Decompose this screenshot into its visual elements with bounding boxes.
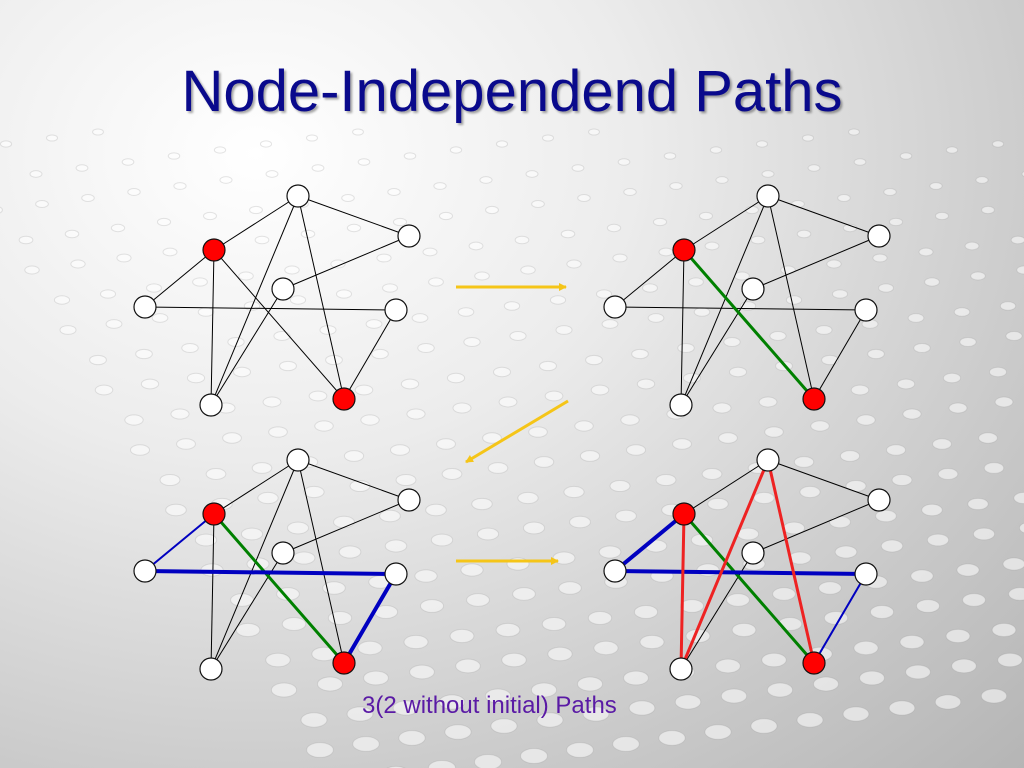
node-upper-right	[397, 224, 421, 248]
edge-upper-left-left	[144, 249, 215, 308]
node-top	[756, 184, 780, 208]
slide-title: Node-Independend Paths	[181, 59, 843, 124]
node-upper-right	[867, 224, 891, 248]
edge-center-bottom-left	[210, 288, 284, 406]
node-left	[603, 295, 627, 319]
terminal-node-bottom-right	[332, 387, 356, 411]
node-center	[271, 277, 295, 301]
edge-center-upper-right	[282, 235, 410, 290]
step-arrow-2-to-3	[465, 399, 569, 464]
green-path-edge	[682, 512, 816, 665]
edge-top-bottom-left	[210, 459, 299, 670]
edge-top-bottom-right	[767, 195, 815, 400]
node-right	[384, 562, 408, 586]
node-upper-right	[397, 488, 421, 512]
edge-top-upper-right	[767, 459, 880, 501]
terminal-node-bottom-right	[802, 651, 826, 675]
node-left	[603, 559, 627, 583]
edge-top-bottom-left	[210, 195, 299, 406]
node-bottom-left	[199, 657, 223, 681]
node-center	[741, 541, 765, 565]
edge-top-bottom-right	[297, 195, 345, 400]
red-path-edge	[766, 458, 816, 665]
blue-path-edge	[144, 513, 215, 572]
node-upper-right	[867, 488, 891, 512]
edge-top-upper-right	[767, 195, 880, 237]
node-left	[133, 295, 157, 319]
edge-upper-left-bottom-right	[213, 249, 345, 400]
node-right	[854, 298, 878, 322]
node-top	[756, 448, 780, 472]
edge-top-upper-right	[297, 459, 410, 501]
red-path-edge	[679, 458, 770, 671]
node-center	[741, 277, 765, 301]
terminal-node-upper-left	[202, 502, 226, 526]
node-bottom-left	[669, 393, 693, 417]
background-dots	[0, 128, 1024, 768]
green-path-edge	[682, 248, 816, 401]
slide-caption: 3(2 without initial) Paths	[362, 692, 617, 719]
edge-upper-left-top	[683, 459, 769, 515]
blue-path-edge	[813, 573, 867, 664]
edge-top-upper-right	[297, 195, 410, 237]
graph-panel-2	[603, 184, 891, 417]
red-path-edge	[679, 512, 686, 671]
node-top	[286, 448, 310, 472]
blue-path-edge	[613, 569, 868, 576]
edge-upper-left-bottom-left	[210, 513, 215, 670]
edge-upper-left-bottom-left	[210, 249, 215, 406]
terminal-node-upper-left	[202, 238, 226, 262]
blue-path-edge	[342, 572, 398, 665]
node-center	[271, 541, 295, 565]
graph-panel-3	[133, 448, 421, 681]
blue-path-edge	[613, 512, 686, 573]
terminal-node-upper-left	[672, 502, 696, 526]
edge-upper-left-top	[683, 195, 769, 251]
edge-top-bottom-right	[297, 459, 345, 664]
terminal-node-bottom-right	[332, 651, 356, 675]
edge-center-upper-right	[752, 499, 880, 554]
node-left	[133, 559, 157, 583]
terminal-node-bottom-right	[802, 387, 826, 411]
edge-right-bottom-right	[813, 309, 867, 400]
node-bottom-left	[199, 393, 223, 417]
edge-center-upper-right	[752, 235, 880, 290]
edge-top-bottom-left	[680, 195, 769, 406]
graph-panel-1	[133, 184, 421, 417]
graph-panel-4	[603, 448, 891, 681]
edge-center-bottom-left	[680, 288, 754, 406]
edge-upper-left-bottom-left	[680, 249, 685, 406]
blue-path-edge	[143, 569, 398, 576]
edge-center-upper-right	[282, 499, 410, 554]
node-right	[384, 298, 408, 322]
edge-upper-left-top	[213, 459, 299, 515]
terminal-node-upper-left	[672, 238, 696, 262]
node-right	[854, 562, 878, 586]
edge-upper-left-top	[213, 195, 299, 251]
node-top	[286, 184, 310, 208]
edge-upper-left-left	[614, 249, 685, 308]
edge-right-bottom-right	[343, 309, 397, 400]
green-path-edge	[212, 512, 346, 665]
node-bottom-left	[669, 657, 693, 681]
